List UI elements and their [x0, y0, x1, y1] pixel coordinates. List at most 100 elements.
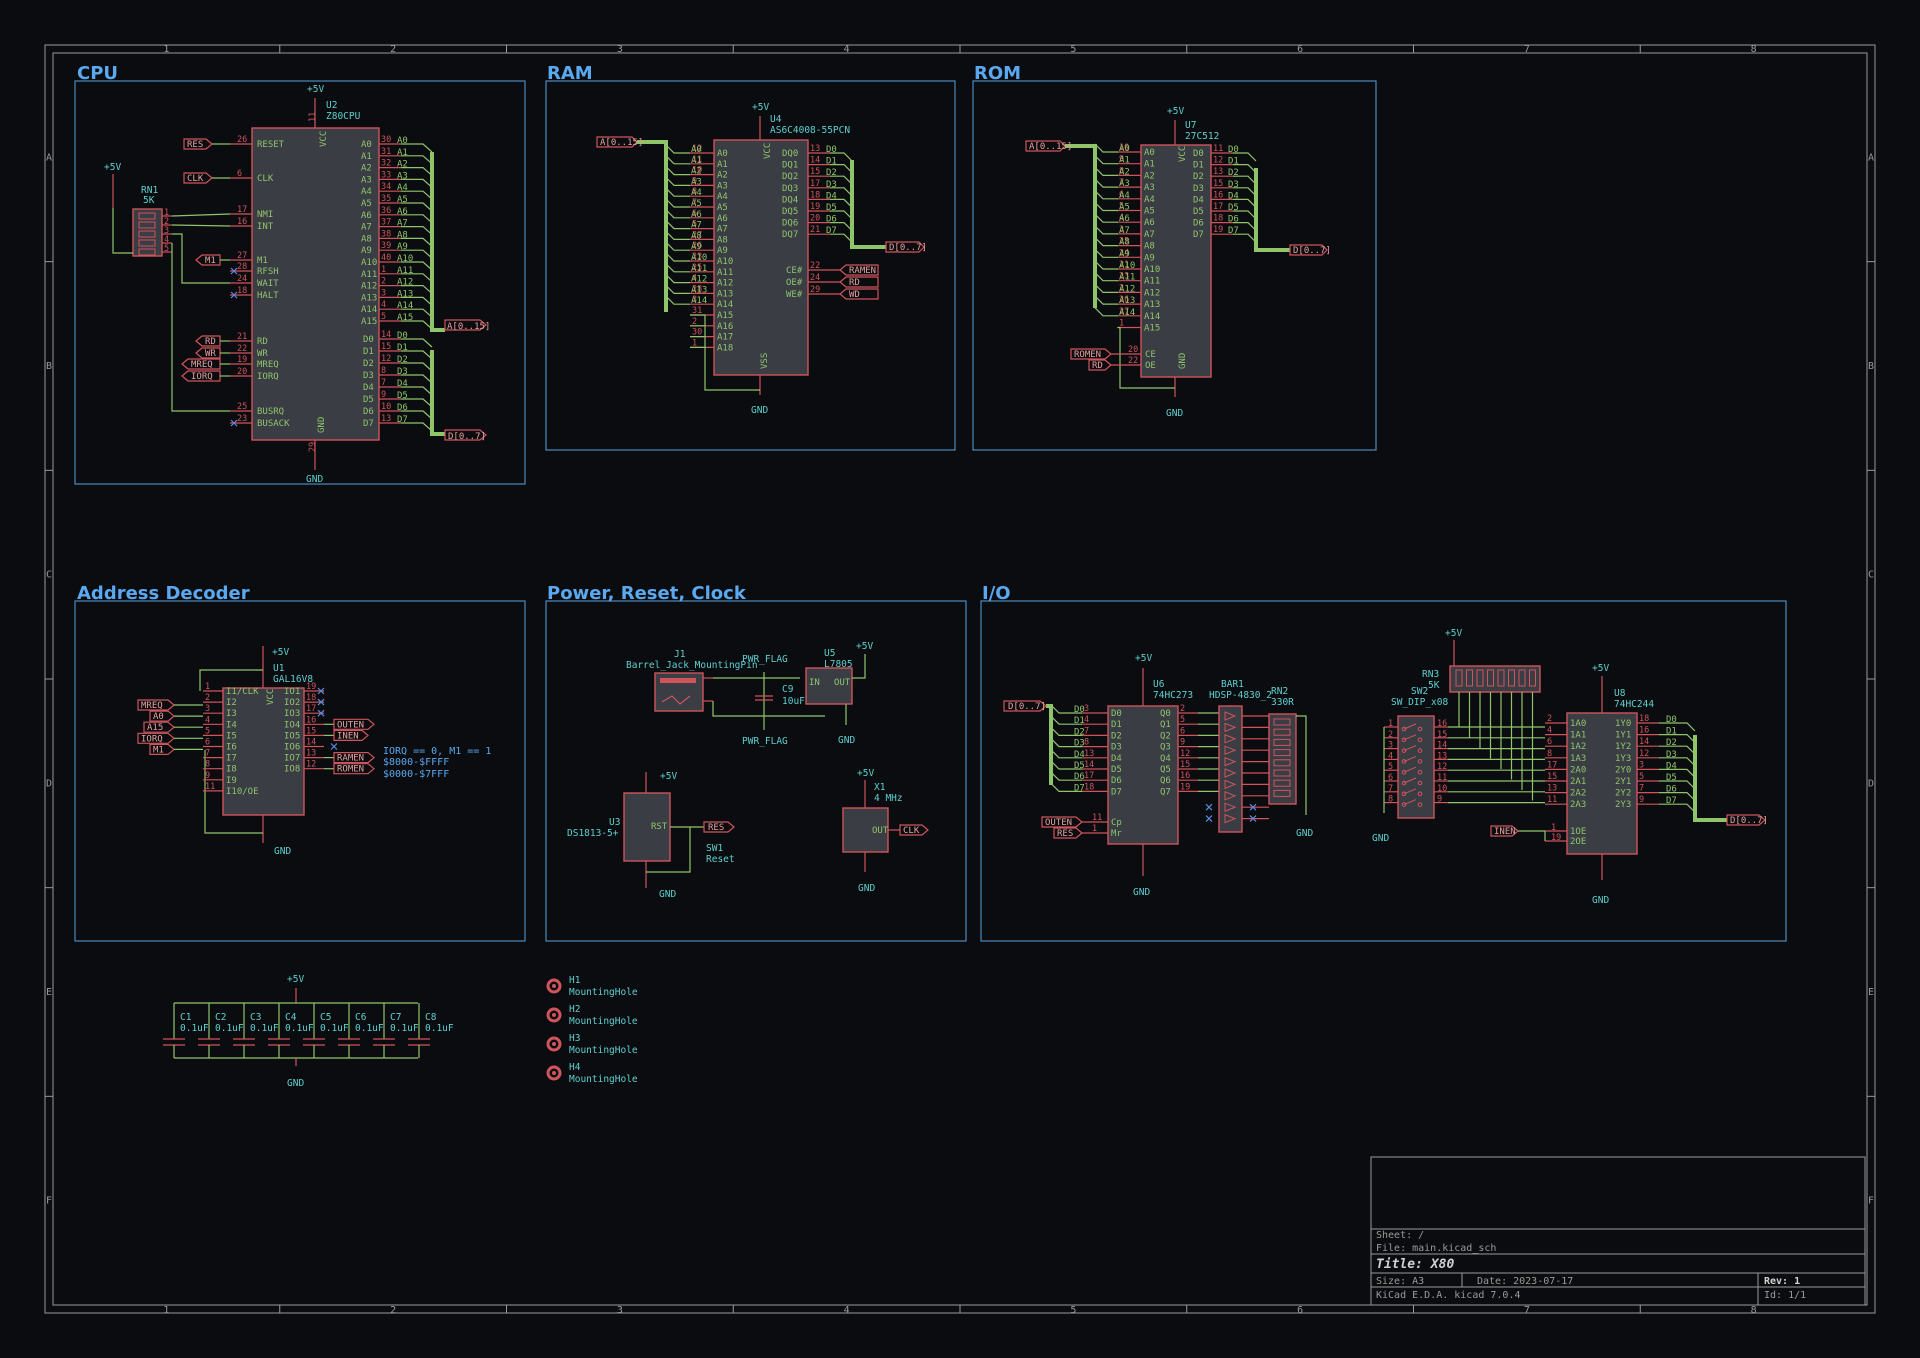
bus-entry	[1659, 803, 1696, 813]
pin-number: 12	[1639, 749, 1649, 759]
net-label	[1088, 359, 1112, 371]
pin-number: 3	[1084, 704, 1089, 714]
svg-text:VCC: VCC	[1178, 146, 1188, 162]
net-name: D6	[397, 403, 408, 413]
pin-number: 17	[1547, 760, 1557, 770]
resistor	[138, 221, 156, 229]
pin-number: 20	[810, 214, 820, 224]
pin-number: 29	[810, 285, 820, 295]
net-label	[839, 276, 879, 288]
svg-text:+5V: +5V	[752, 102, 769, 113]
cap-value: 0.1uF	[355, 1023, 384, 1034]
pin-number: 6	[692, 209, 697, 219]
u2-ref: U2	[326, 100, 337, 111]
pin-name: 1A1	[1570, 731, 1586, 741]
led	[1224, 779, 1237, 790]
pin-number: 4	[692, 274, 697, 284]
svg-text:C9: C9	[782, 684, 794, 695]
pin-name: I4	[226, 720, 237, 730]
svg-text:4 MHz: 4 MHz	[874, 793, 903, 804]
switch-contact	[1401, 726, 1407, 732]
rom-section-title: ROM	[974, 63, 1021, 84]
zone-row-right: F	[1868, 1196, 1874, 1207]
pin-number: 18	[810, 190, 820, 200]
pin-name: OE#	[786, 278, 803, 288]
pin-name: A2	[717, 171, 728, 181]
label-abus-cpu: A[0..15]	[444, 319, 490, 332]
svg-text:Reset: Reset	[706, 854, 735, 865]
net-name: A0	[397, 136, 408, 146]
pin-number: 2	[381, 277, 386, 287]
svg-text:330R: 330R	[1271, 697, 1294, 708]
svg-text:VCC: VCC	[763, 143, 773, 159]
pin-number: 9	[1437, 795, 1442, 805]
pin-number: 17	[1084, 771, 1094, 781]
net-name: D2	[1074, 727, 1085, 737]
pin-name: IO5	[284, 731, 300, 741]
tb-tool: KiCad E.D.A. kicad 7.0.4	[1376, 1290, 1521, 1301]
mounting-hole-center	[552, 1042, 556, 1046]
pin-number: 3	[205, 704, 210, 714]
hole-ref: H3	[569, 1033, 580, 1044]
pin-number: 9	[1639, 795, 1644, 805]
pin-name: IO4	[284, 720, 300, 730]
pin-number: 6	[1119, 190, 1124, 200]
net-name: D5	[1666, 773, 1677, 783]
bus-entry	[1094, 272, 1118, 282]
pin-number: 5	[1180, 715, 1185, 725]
pin-number: 36	[381, 206, 391, 216]
bus-entry	[1094, 202, 1118, 212]
pin-name: DQ5	[782, 207, 798, 217]
cap-ref: C3	[250, 1012, 261, 1023]
svg-text:+5V: +5V	[287, 974, 304, 985]
led	[1224, 745, 1237, 755]
pin-name: D1	[363, 347, 374, 357]
decoder-note-2: $8000-$FFFF	[383, 757, 449, 768]
net-label	[143, 721, 175, 733]
pin-name: A7	[1144, 230, 1155, 240]
zone-col-top: 4	[844, 44, 850, 55]
bus-entry	[830, 187, 853, 197]
pin-name: A17	[717, 333, 733, 343]
pin-name: INT	[257, 222, 274, 232]
svg-text:GND: GND	[1133, 887, 1150, 898]
svg-text:A[0..15]: A[0..15]	[1029, 142, 1072, 152]
bus-entry	[830, 164, 853, 174]
svg-text:D[0..7]: D[0..7]	[1008, 702, 1046, 712]
svg-text:VCC: VCC	[266, 689, 276, 705]
bus-entry	[1050, 760, 1082, 770]
bus-entry	[665, 230, 690, 240]
pin-number: 7	[1119, 178, 1124, 188]
net-name: A9	[691, 242, 702, 252]
tb-date: Date: 2023-07-17	[1477, 1276, 1573, 1287]
pin-name: A1	[361, 152, 372, 162]
resistor	[1273, 779, 1291, 787]
pin-name: D7	[1111, 787, 1122, 797]
bus-entry	[1094, 260, 1118, 270]
pin-number: 30	[692, 328, 702, 338]
resistor	[1487, 669, 1494, 687]
net-name: D0	[397, 331, 408, 341]
bus-entry	[1050, 782, 1082, 792]
pin-name: 1Y0	[1615, 719, 1631, 729]
pin-number: 26	[1119, 295, 1129, 305]
net-name: D2	[1666, 738, 1677, 748]
pin-name: A6	[361, 211, 372, 221]
pin-number: 37	[381, 218, 391, 228]
bus-entry	[401, 320, 433, 330]
pin-number: 5	[1639, 772, 1644, 782]
pin-name: D5	[1193, 207, 1204, 217]
pin-number: 4	[1084, 715, 1089, 725]
pin-name: A0	[717, 149, 728, 159]
bus-entry	[1094, 178, 1118, 188]
net-name: D3	[1666, 750, 1677, 760]
resistor	[1518, 669, 1526, 687]
pin-number: 18	[237, 286, 247, 296]
net-name: D5	[826, 203, 837, 213]
bus-entry	[665, 155, 690, 165]
net-name: D1	[1074, 716, 1085, 726]
switch-contact	[1417, 802, 1423, 807]
u7-body	[1140, 144, 1212, 378]
pin-name: Q5	[1160, 765, 1171, 775]
pin-name: MREQ	[257, 360, 279, 370]
